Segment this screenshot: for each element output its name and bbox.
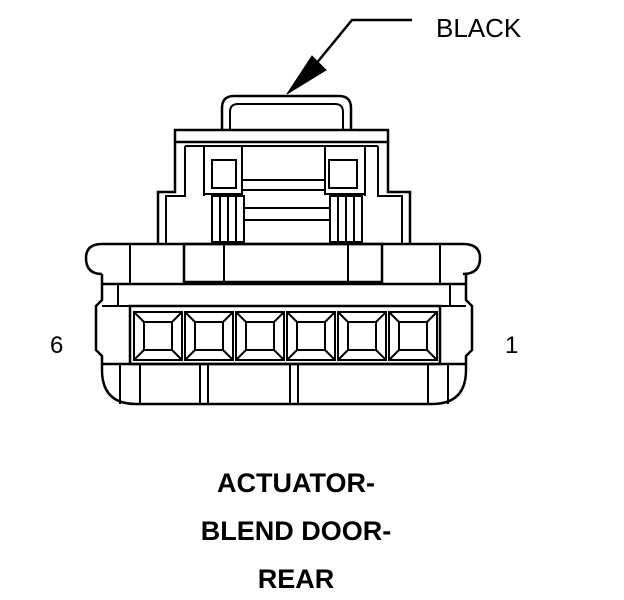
callout-color-label: BLACK xyxy=(436,13,522,43)
upper-shroud xyxy=(156,128,412,244)
latch-details xyxy=(203,145,366,243)
pin-cavity-3 xyxy=(286,311,336,361)
pin-label-right: 1 xyxy=(505,332,518,359)
pin-cavity-1 xyxy=(388,311,438,361)
caption-line-1: ACTUATOR- xyxy=(217,468,375,498)
caption-line-2: BLEND DOOR- xyxy=(201,516,392,546)
pin-cavity-2 xyxy=(337,311,387,361)
callout-arrow-icon xyxy=(286,18,412,95)
connector-face-icon xyxy=(84,94,482,406)
pin-label-left: 6 xyxy=(50,332,63,359)
pin-cavity-4 xyxy=(235,311,285,361)
pin-cavity-5 xyxy=(184,311,234,361)
pin-cavity-6 xyxy=(133,311,183,361)
locking-tab xyxy=(220,94,353,130)
connector-body xyxy=(84,242,482,406)
pin-cavities xyxy=(133,311,438,361)
caption-line-3: REAR xyxy=(258,564,335,594)
